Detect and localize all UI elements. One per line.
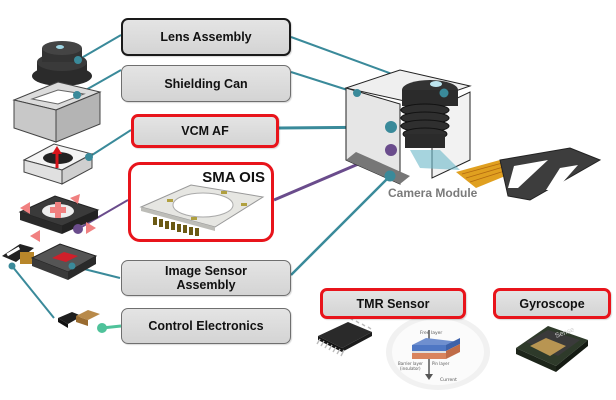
control-electronics-label: Control Electronics	[121, 308, 291, 344]
tmr-barrier-layer-label: Barrier layer	[398, 361, 423, 366]
sma-ois-box: SMA OIS	[128, 162, 274, 242]
connector-vcm-left	[88, 129, 132, 158]
camera-module-label: Camera Module	[388, 186, 478, 200]
tmr-sensor-label: TMR Sensor	[320, 288, 466, 319]
shielding-can-illustration	[12, 81, 102, 143]
tmr-chip-illustration	[316, 317, 372, 357]
tmr-current-label: Current	[440, 377, 457, 383]
tmr-insulator-label: (insulator)	[400, 366, 421, 371]
gyroscope-label: Gyroscope	[493, 288, 611, 319]
vcm-part-illustration	[22, 143, 94, 185]
camera-module-illustration	[344, 69, 602, 201]
image-sensor-illustration	[2, 243, 98, 280]
image-sensor-label-line1: Image Sensor	[165, 264, 247, 278]
sma-ois-title: SMA OIS	[202, 169, 265, 186]
ois-part-illustration	[18, 194, 100, 242]
image-sensor-assembly-label: Image Sensor Assembly	[121, 260, 291, 296]
vcm-af-label: VCM AF	[131, 114, 279, 148]
lens-assembly-label: Lens Assembly	[121, 18, 291, 56]
tmr-layer-diagram: Free layer Barrier layer (insulator) Pin…	[386, 314, 490, 390]
tmr-pin-layer-label: Pin layer	[432, 361, 450, 366]
connector-flex-left	[11, 265, 55, 319]
gyroscope-chip-illustration: Sense	[516, 326, 588, 372]
connector-sensor-right	[290, 175, 391, 276]
image-sensor-label-line2: Assembly	[176, 278, 236, 292]
control-electronics-illustration	[58, 310, 107, 333]
tmr-free-layer-label: Free layer	[420, 330, 442, 336]
shielding-can-label: Shielding Can	[121, 65, 291, 102]
connector-lens-left	[77, 34, 122, 61]
sma-ois-illustration	[139, 184, 265, 236]
lens-part-illustration	[32, 41, 92, 86]
